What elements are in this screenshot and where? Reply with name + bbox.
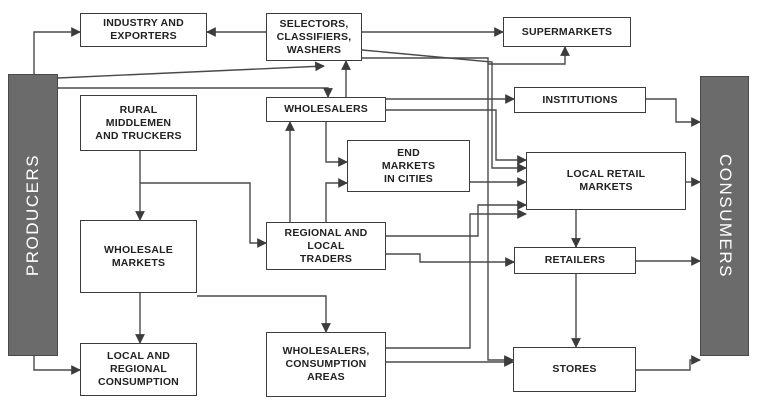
- arrow-regional-end-markets: [325, 178, 348, 222]
- industry-exporters-label: INDUSTRY AND EXPORTERS: [103, 17, 184, 42]
- retailers-label: RETAILERS: [544, 254, 606, 266]
- local-regional-consumption-box: LOCAL AND REGIONAL CONSUMPTION: [80, 343, 197, 396]
- arrow-producers-selectors: [57, 61, 325, 79]
- wholesale-markets-label: WHOLESALE MARKETS: [104, 243, 173, 269]
- arrow-to-supermarkets: [488, 46, 570, 65]
- arrow-producers-local-consumption: [33, 355, 81, 375]
- stores-label: STORES: [552, 363, 597, 375]
- producers-bar: PRODUCERS: [8, 74, 58, 356]
- arrow-stores-consumers: [636, 355, 701, 371]
- industry-exporters-box: INDUSTRY AND EXPORTERS: [80, 13, 207, 47]
- arrow-wholesale-consumption-areas: [197, 295, 331, 333]
- rural-middlemen-label: RURAL MIDDLEMEN AND TRUCKERS: [95, 103, 182, 142]
- arrow-institutions-consumers: [646, 98, 701, 127]
- institutions-box: INSTITUTIONS: [514, 87, 646, 113]
- wholesalers-box: WHOLESALERS: [266, 97, 386, 122]
- local-retail-markets-box: LOCAL RETAIL MARKETS: [526, 152, 686, 210]
- consumers-label: CONSUMERS: [715, 153, 735, 279]
- arrow-consumption-areas-local-retail: [386, 209, 527, 349]
- wholesale-markets-box: WHOLESALE MARKETS: [80, 220, 197, 293]
- arrow-regional-retailers: [386, 253, 515, 267]
- wholesalers-consumption-areas-box: WHOLESALERS, CONSUMPTION AREAS: [266, 332, 386, 397]
- stores-box: STORES: [513, 347, 636, 392]
- end-markets-label: END MARKETS IN CITIES: [381, 146, 436, 185]
- institutions-label: INSTITUTIONS: [542, 93, 618, 106]
- local-regional-consumption-label: LOCAL AND REGIONAL CONSUMPTION: [98, 350, 179, 388]
- retailers-box: RETAILERS: [514, 247, 636, 274]
- wholesalers-label: WHOLESALERS: [284, 103, 368, 115]
- arrow-selectors-local-retail: [361, 49, 527, 173]
- arrow-producers-wholesalers: [58, 87, 333, 98]
- rural-middlemen-box: RURAL MIDDLEMEN AND TRUCKERS: [80, 95, 197, 151]
- arrow-rural-regional: [140, 182, 267, 248]
- end-markets-box: END MARKETS IN CITIES: [347, 140, 470, 192]
- selectors-label: SELECTORS, CLASSIFIERS, WASHERS: [276, 17, 352, 56]
- arrow-regional-local-retail: [386, 200, 527, 237]
- producers-label: PRODUCERS: [23, 153, 42, 277]
- arrow-producers-industry: [33, 27, 81, 75]
- wholesalers-consumption-areas-label: WHOLESALERS, CONSUMPTION AREAS: [282, 345, 370, 383]
- local-retail-markets-label: LOCAL RETAIL MARKETS: [566, 168, 646, 193]
- regional-local-traders-box: REGIONAL AND LOCAL TRADERS: [266, 222, 386, 270]
- regional-local-traders-label: REGIONAL AND LOCAL TRADERS: [284, 226, 368, 265]
- arrow-wholesalers-local-retail: [386, 109, 527, 165]
- arrow-selectors-stores: [362, 57, 514, 365]
- consumers-bar: CONSUMERS: [700, 76, 749, 356]
- selectors-box: SELECTORS, CLASSIFIERS, WASHERS: [266, 13, 362, 61]
- supermarkets-box: SUPERMARKETS: [503, 17, 631, 47]
- arrow-wholesalers-end-markets: [325, 122, 348, 167]
- supermarkets-label: SUPERMARKETS: [521, 25, 613, 38]
